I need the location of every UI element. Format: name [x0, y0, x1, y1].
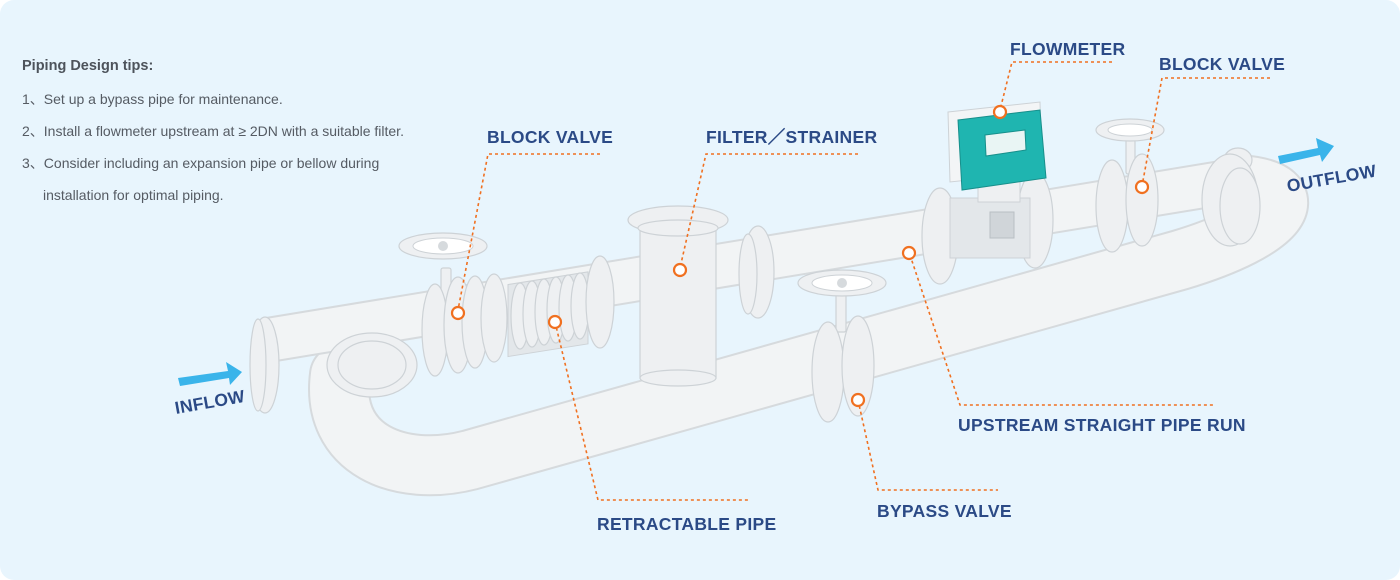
label-block-valve-right: BLOCK VALVE	[1159, 54, 1285, 74]
tip-item: 2、Install a flowmeter upstream at ≥ 2DN …	[22, 119, 452, 143]
bypass-valve	[797, 269, 887, 423]
tip-text: Install a flowmeter upstream at ≥ 2DN wi…	[43, 123, 404, 139]
callout-marker	[450, 305, 466, 321]
retractable-pipe-bellows	[480, 255, 615, 363]
flowmeter	[947, 101, 1047, 203]
tip-text: Consider including an expansion pipe or …	[43, 155, 380, 171]
outflow-arrow-icon	[1278, 138, 1334, 164]
filter-strainer	[627, 205, 775, 387]
callout-marker	[901, 245, 917, 261]
lower-tee-flange	[326, 332, 418, 398]
label-retractable-pipe: RETRACTABLE PIPE	[597, 514, 776, 534]
label-inflow: INFLOW	[173, 386, 246, 418]
callout-marker	[547, 314, 563, 330]
block-valve-right	[1095, 118, 1165, 253]
callout-marker	[1134, 179, 1150, 195]
flowmeter-flanges	[921, 171, 1054, 285]
tip-number: 3、	[22, 155, 44, 171]
callout-marker	[672, 262, 688, 278]
callout-marker	[850, 392, 866, 408]
tip-number: 2、	[22, 123, 44, 139]
label-bypass-valve: BYPASS VALVE	[877, 501, 1012, 521]
tip-number: 1、	[22, 91, 44, 107]
block-valve-left	[398, 232, 489, 377]
tip-item: 3、Consider including an expansion pipe o…	[22, 151, 452, 175]
piping-design-tips: Piping Design tips: 1、Set up a bypass pi…	[22, 58, 452, 207]
label-outflow: OUTFLOW	[1285, 160, 1378, 195]
label-filter-strainer: FILTER／STRAINER	[706, 127, 877, 147]
label-flowmeter: FLOWMETER	[1010, 39, 1126, 59]
tip-item: 1、Set up a bypass pipe for maintenance.	[22, 87, 452, 111]
callout-marker	[992, 104, 1008, 120]
label-block-valve-left: BLOCK VALVE	[487, 127, 613, 147]
tips-title: Piping Design tips:	[22, 58, 154, 74]
outlet-flanges	[1201, 147, 1261, 247]
inflow-arrow-icon	[178, 362, 242, 386]
leader-lines	[457, 61, 1270, 501]
inlet-flange	[249, 316, 280, 414]
tip-continuation: installation for optimal piping.	[43, 187, 224, 203]
label-upstream-straight-pipe-run: UPSTREAM STRAIGHT PIPE RUN	[958, 415, 1246, 435]
tip-text: Set up a bypass pipe for maintenance.	[43, 91, 283, 107]
